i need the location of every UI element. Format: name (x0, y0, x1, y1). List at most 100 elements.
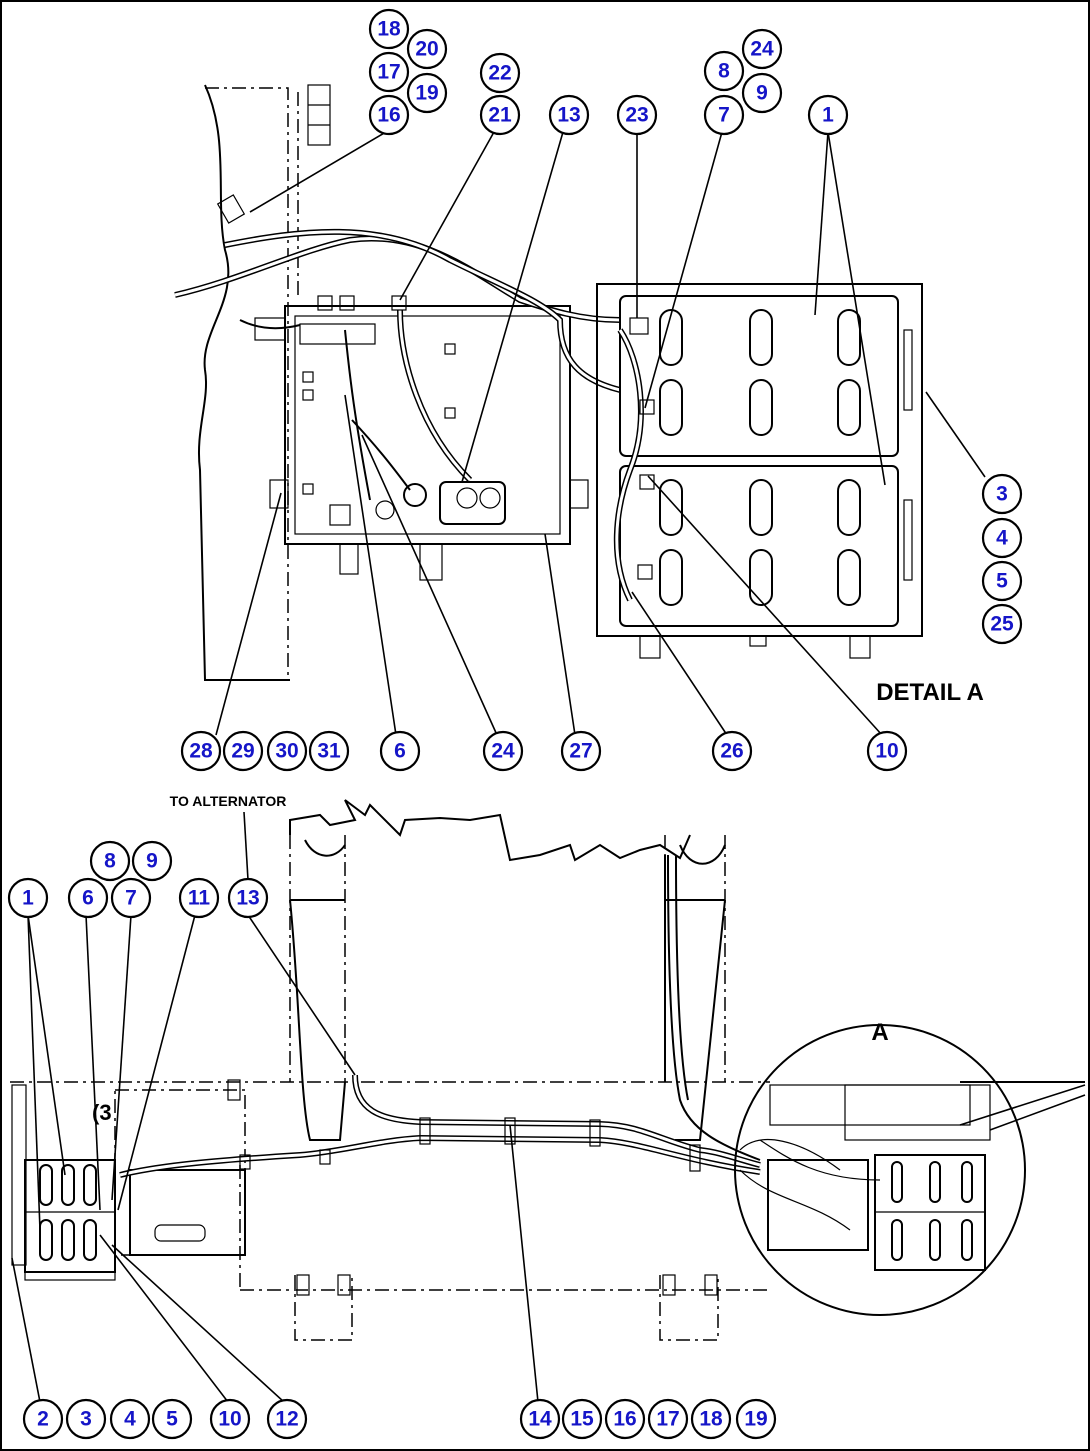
callout-17-lower: 17 (647, 1398, 689, 1440)
callout-11: 11 (178, 877, 220, 919)
callout-1: 1 (807, 94, 849, 136)
svg-text:3: 3 (996, 483, 1008, 506)
svg-text:20: 20 (415, 38, 438, 61)
detail-a-circle (734, 1024, 1026, 1316)
svg-text:25: 25 (990, 613, 1014, 636)
svg-text:18: 18 (699, 1408, 723, 1431)
svg-text:9: 9 (756, 82, 768, 105)
svg-text:4: 4 (124, 1408, 136, 1431)
cab-torn-edge (289, 799, 691, 862)
svg-text:4: 4 (996, 527, 1008, 550)
detail-junction-box (767, 1159, 869, 1251)
callouts: 18 20 17 19 16 22 21 13 23 24 8 9 7 1 3 … (7, 8, 1023, 1440)
callout-1-lower: 1 (7, 877, 49, 919)
callout-19: 19 (406, 72, 448, 114)
svg-text:10: 10 (875, 740, 898, 763)
svg-text:16: 16 (377, 104, 400, 127)
detail-a-label: DETAIL A (876, 679, 984, 706)
svg-text:5: 5 (166, 1408, 178, 1431)
callout-23: 23 (616, 94, 658, 136)
svg-text:17: 17 (656, 1408, 679, 1431)
svg-text:7: 7 (718, 104, 730, 127)
svg-text:13: 13 (557, 104, 580, 127)
svg-text:24: 24 (491, 740, 515, 763)
callout-14: 14 (519, 1398, 561, 1440)
battery-upper (619, 295, 899, 457)
relay-block (439, 481, 506, 525)
svg-text:30: 30 (275, 740, 298, 763)
chassis-view: (3 A TO ALTERNATOR (10, 793, 1086, 1341)
svg-text:3: 3 (80, 1408, 92, 1431)
callout-6-lower: 6 (67, 877, 109, 919)
callout-18-lower: 18 (690, 1398, 732, 1440)
frame-rail-centerline (205, 87, 289, 680)
svg-text:6: 6 (82, 887, 94, 910)
svg-text:14: 14 (528, 1408, 552, 1431)
junction-box-inner (294, 315, 561, 535)
callout-26: 26 (711, 730, 753, 772)
callout-31: 31 (308, 730, 350, 772)
svg-text:5: 5 (996, 570, 1008, 593)
svg-text:7: 7 (125, 887, 137, 910)
callout-28: 28 (180, 730, 222, 772)
svg-text:17: 17 (377, 61, 400, 84)
svg-text:13: 13 (236, 887, 259, 910)
svg-text:15: 15 (570, 1408, 594, 1431)
svg-text:29: 29 (231, 740, 254, 763)
svg-text:(3: (3 (92, 1100, 112, 1125)
callout-13-lower: 13 (227, 877, 269, 919)
svg-text:26: 26 (720, 740, 743, 763)
svg-text:18: 18 (377, 18, 401, 41)
svg-text:27: 27 (569, 740, 592, 763)
detail-frame-rail (769, 1084, 971, 1126)
callout-29: 29 (222, 730, 264, 772)
callout-16-lower: 16 (604, 1398, 646, 1440)
svg-text:16: 16 (613, 1408, 636, 1431)
callout-7-lower: 7 (110, 877, 152, 919)
svg-text:21: 21 (488, 104, 512, 127)
cable-clamp (254, 317, 286, 341)
callout-4: 4 (981, 517, 1023, 559)
svg-text:1: 1 (822, 104, 834, 127)
callout-13: 13 (548, 94, 590, 136)
callout-24: 24 (741, 28, 783, 70)
callout-21: 21 (479, 94, 521, 136)
svg-text:22: 22 (488, 62, 511, 85)
svg-text:24: 24 (750, 38, 774, 61)
callout-30: 30 (266, 730, 308, 772)
callout-22: 22 (479, 52, 521, 94)
frame-rail-outline (198, 84, 290, 681)
svg-text:8: 8 (718, 60, 730, 83)
svg-text:8: 8 (104, 850, 116, 873)
svg-text:2: 2 (37, 1408, 49, 1431)
callout-10-lower: 10 (209, 1398, 251, 1440)
svg-text:11: 11 (188, 887, 211, 910)
callout-3: 3 (981, 473, 1023, 515)
callout-7: 7 (703, 94, 745, 136)
battery-cells (659, 309, 861, 606)
callout-19-lower: 19 (735, 1398, 777, 1440)
svg-text:12: 12 (275, 1408, 298, 1431)
svg-text:19: 19 (415, 82, 438, 105)
callout-8: 8 (703, 50, 745, 92)
callout-9-lower: 9 (131, 840, 173, 882)
svg-text:19: 19 (744, 1408, 767, 1431)
frame-bracket (307, 84, 331, 146)
battery-lower (619, 465, 899, 627)
callout-8-lower: 8 (89, 840, 131, 882)
left-junction-box (129, 1169, 246, 1256)
box-mount-tab-right (569, 479, 589, 509)
grommet-bottom (339, 543, 359, 575)
callout-10: 10 (866, 730, 908, 772)
callout-16: 16 (368, 94, 410, 136)
callout-18: 18 (368, 8, 410, 50)
leader-lines (11, 131, 986, 1403)
svg-text:9: 9 (146, 850, 158, 873)
to-alternator-label: TO ALTERNATOR (170, 793, 287, 809)
detail-a-view: DETAIL A (174, 84, 984, 706)
detail-a-marker: A (871, 1019, 888, 1046)
ground-terminal (216, 194, 246, 224)
callout-2: 2 (22, 1398, 64, 1440)
